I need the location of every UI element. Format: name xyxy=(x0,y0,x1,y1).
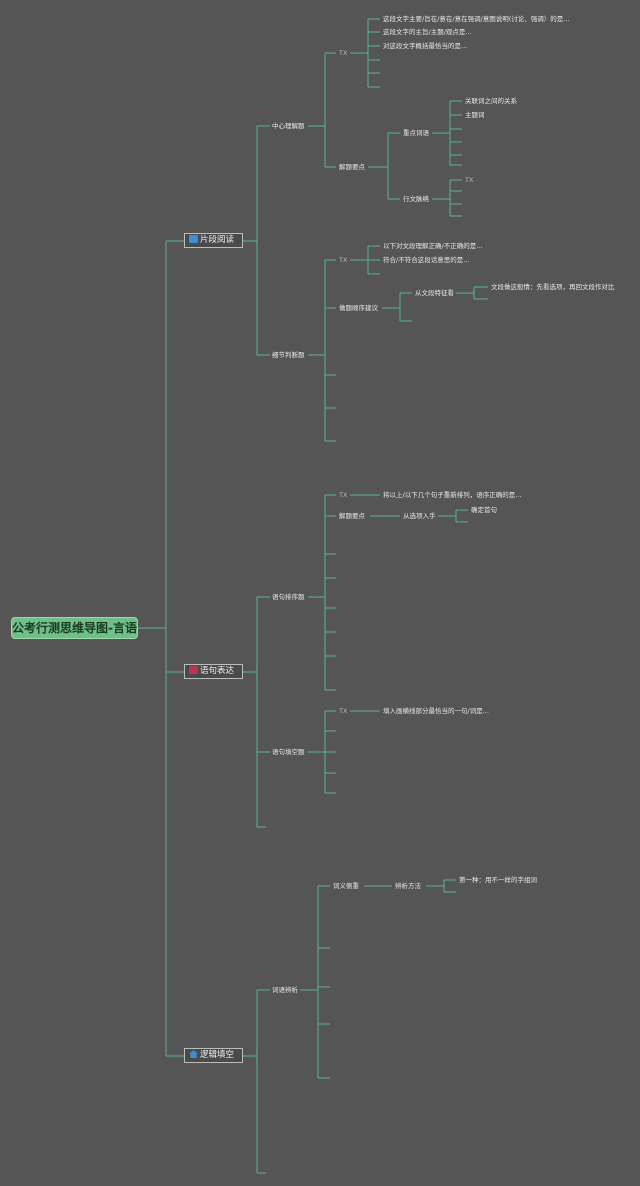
node-zhutici[interactable]: 主题词 xyxy=(465,111,485,119)
node-ciyi[interactable]: 词义侧重 xyxy=(333,882,359,890)
node-tiankong[interactable]: 语句填空题 xyxy=(272,748,305,756)
node-tx4[interactable]: TX xyxy=(339,707,348,715)
node-zhongdian[interactable]: 重点词语 xyxy=(403,129,429,137)
node-xw-tx[interactable]: TX xyxy=(465,176,474,184)
node-paixu[interactable]: 语句排序题 xyxy=(272,593,305,601)
node-diyi[interactable]: 第一种：用不一样的字组词 xyxy=(459,876,537,884)
node-cong2[interactable]: 从选项入手 xyxy=(403,512,436,520)
node-tx3[interactable]: TX xyxy=(339,491,348,499)
house-icon xyxy=(189,1050,198,1058)
branch-label: 片段阅读 xyxy=(200,235,235,245)
node-bianxi[interactable]: 辨析方法 xyxy=(395,882,421,890)
root-topic[interactable]: 公考行测思维导图-言语 xyxy=(11,617,138,639)
node-zx-q1[interactable]: 这段文字主要/旨在/意在/意在强调/意图说明(讨论、强调）的是... xyxy=(383,15,570,23)
node-tx1[interactable]: TX xyxy=(339,49,348,57)
node-guanlianci[interactable]: 关联词之间的关系 xyxy=(465,97,517,105)
node-px-q1[interactable]: 将以上/以下几个句子重新排列，语序正确的是... xyxy=(383,491,522,499)
blue-square-icon xyxy=(189,235,198,243)
branch-label: 逻辑填空 xyxy=(200,1050,235,1060)
branch-label: 语句表达 xyxy=(200,666,235,676)
node-zhongxin[interactable]: 中心理解题 xyxy=(272,122,305,130)
node-cong[interactable]: 从文段特征看 xyxy=(415,289,454,297)
node-tk-q1[interactable]: 填入画横线部分最恰当的一句/词是... xyxy=(383,707,489,715)
node-xj-q1[interactable]: 以下对文段理解正确/不正确的是... xyxy=(383,242,483,250)
branch-pianduan-yuedu[interactable]: 片段阅读 xyxy=(184,233,243,248)
node-wenduan[interactable]: 文段做这般情：先看选项，再回文段作对比 xyxy=(491,283,615,291)
node-jietiyaodian[interactable]: 解题要点 xyxy=(339,163,365,171)
red-square-icon xyxy=(189,666,198,674)
node-xj-q2[interactable]: 符合/不符合这段话意思的是... xyxy=(383,256,470,264)
node-zx-q3[interactable]: 对这段文字概括最恰当的是... xyxy=(383,42,468,50)
node-queding[interactable]: 确定首句 xyxy=(471,506,497,514)
node-xingwen[interactable]: 行文脉络 xyxy=(403,195,429,203)
branch-yuju-biaoda[interactable]: 语句表达 xyxy=(184,664,243,679)
node-jietiyaodian2[interactable]: 解题要点 xyxy=(339,512,365,520)
node-tx2[interactable]: TX xyxy=(339,256,348,264)
node-jiti[interactable]: 做题顺序建议 xyxy=(339,304,378,312)
node-ciyu[interactable]: 词语辨析 xyxy=(272,986,298,994)
node-zx-q2[interactable]: 这段文字的主旨/主题/观点是... xyxy=(383,28,472,36)
node-xijie[interactable]: 细节判断题 xyxy=(272,351,305,359)
branch-luoji-tiankong[interactable]: 逻辑填空 xyxy=(184,1048,243,1063)
